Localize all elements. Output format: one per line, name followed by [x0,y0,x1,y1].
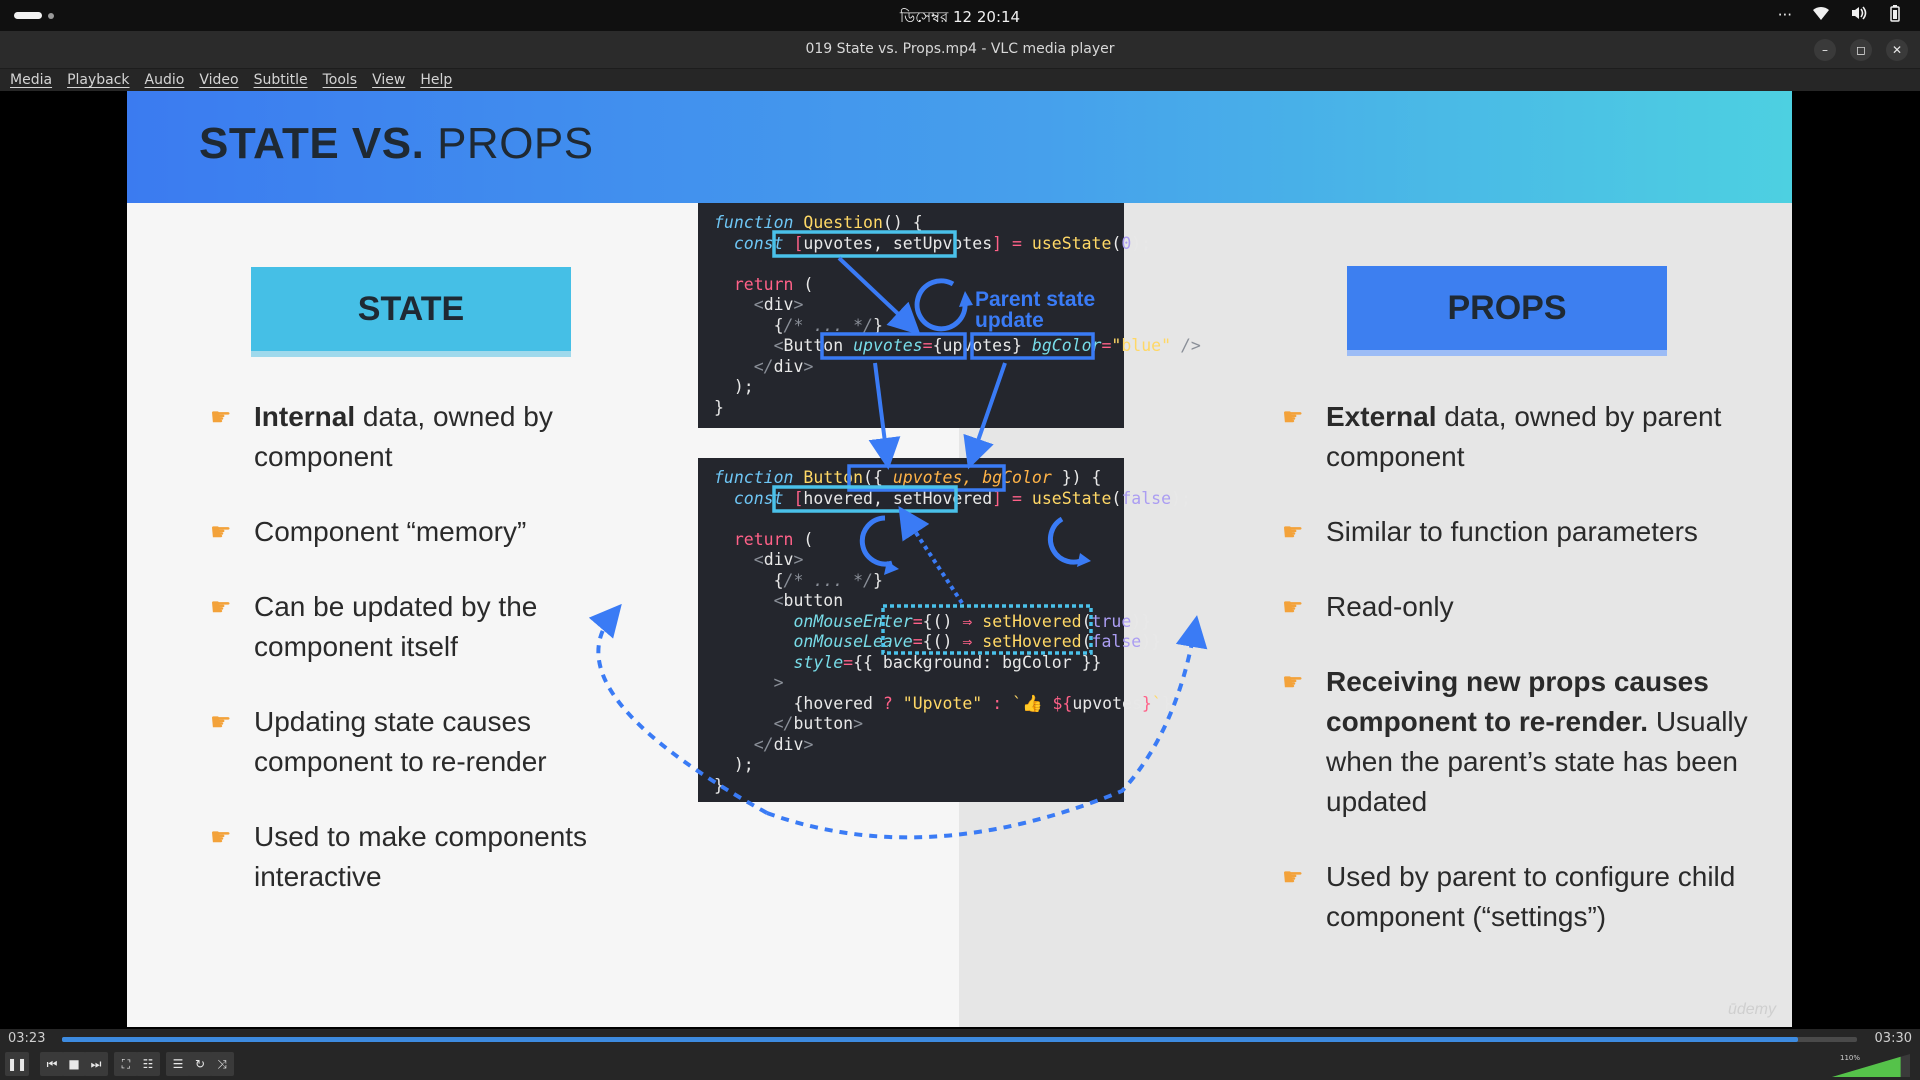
seek-progress [62,1037,1798,1042]
pointing-hand-icon: ☛ [210,404,232,431]
fullscreen-button[interactable]: ⛶ [114,1052,138,1076]
pointing-hand-icon: ☛ [1282,594,1304,621]
slide-banner [127,91,1792,203]
list-item: ☛External data, owned by parent componen… [1282,397,1752,477]
props-bullet-list: ☛External data, owned by parent componen… [1282,397,1752,972]
pointing-hand-icon: ☛ [210,824,232,851]
pointing-hand-icon: ☛ [210,519,232,546]
next-button[interactable]: ⏭ [84,1052,108,1076]
parent-state-update-label: Parent state update [975,288,1096,332]
tray-more-icon[interactable]: ··· [1777,6,1792,24]
menu-playback[interactable]: Playback [67,72,130,88]
list-item: ☛Component “memory” [210,512,630,552]
list-item: ☛Used to make components interactive [210,817,630,897]
stop-button[interactable]: ■ [62,1052,86,1076]
cycle-arrowheads [884,291,1091,575]
menu-tools[interactable]: Tools [322,72,358,88]
menu-help[interactable]: Help [420,72,453,88]
volume-label: 110% [1840,1054,1860,1062]
video-frame-slide: STATE VS. PROPS STATE PROPS ☛Internal da… [127,91,1792,1027]
rerender-cycle-icon [859,278,1087,567]
data-flow-arrows [588,256,1208,840]
workspace-indicator [48,12,54,19]
loop-button[interactable]: ↻ [188,1052,212,1076]
workspace-active-indicator [14,12,42,19]
total-time[interactable]: 03:30 [1874,1031,1912,1046]
battery-icon [1888,4,1902,26]
menu-view[interactable]: View [372,72,406,88]
system-clock[interactable]: ডিসেম্বর 12 20:14 [899,8,1021,26]
activities-indicator[interactable] [14,12,54,19]
list-item: ☛Updating state causes component to re-r… [210,702,630,782]
state-heading: STATE [251,267,571,351]
udemy-watermark: ūdemy [1727,1001,1776,1018]
menu-subtitle[interactable]: Subtitle [253,72,308,88]
window-title: 019 State vs. Props.mp4 - VLC media play… [805,41,1115,57]
pointing-hand-icon: ☛ [1282,404,1304,431]
video-area[interactable]: STATE VS. PROPS STATE PROPS ☛Internal da… [0,91,1920,1029]
elapsed-time: 03:23 [8,1031,46,1046]
previous-button[interactable]: ⏮ [40,1052,64,1076]
list-item: ☛Receiving new props causes component to… [1282,662,1752,822]
volume-slider[interactable]: 110% [1832,1052,1910,1078]
pointing-hand-icon: ☛ [1282,519,1304,546]
maximize-button[interactable]: ◻ [1850,39,1872,61]
menu-video[interactable]: Video [199,72,239,88]
list-item: ☛Used by parent to configure child compo… [1282,857,1752,937]
annotation-overlay [588,230,1208,840]
state-bullet-list: ☛Internal data, owned by component ☛Comp… [210,397,630,932]
menu-media[interactable]: Media [10,72,53,88]
list-item: ☛Internal data, owned by component [210,397,630,477]
playback-controls: ❚❚ ⏮ ■ ⏭ ⛶ ☷ ☰ ↻ ⤨ 110% [0,1049,1920,1080]
wifi-icon [1812,5,1830,25]
shuffle-button[interactable]: ⤨ [210,1052,234,1076]
menu-audio[interactable]: Audio [144,72,185,88]
seek-bar-row: 03:23 03:30 [0,1029,1920,1049]
list-item: ☛Similar to function parameters [1282,512,1752,552]
volume-icon [1850,5,1868,25]
pause-button[interactable]: ❚❚ [5,1052,29,1076]
parent-code-text: function Question() { const [upvotes, se… [714,213,1201,417]
system-top-bar: ডিসেম্বর 12 20:14 ··· [0,0,1920,31]
minimize-button[interactable]: – [1814,39,1836,61]
list-item: ☛Can be updated by the component itself [210,587,630,667]
parent-code-panel: function Question() { const [upvotes, se… [698,203,1201,428]
props-heading: PROPS [1347,266,1667,350]
window-titlebar[interactable]: 019 State vs. Props.mp4 - VLC media play… [0,31,1920,69]
pointing-hand-icon: ☛ [1282,864,1304,891]
extended-settings-button[interactable]: ☷ [136,1052,160,1076]
child-code-text: function Button({ upvotes, bgColor }) { … [714,468,1191,795]
child-code-panel: function Button({ upvotes, bgColor }) { … [698,458,1191,802]
menu-bar: Media Playback Audio Video Subtitle Tool… [0,69,1920,91]
highlight-boxes [772,230,1095,655]
system-tray[interactable]: ··· [1778,4,1902,26]
pointing-hand-icon: ☛ [210,594,232,621]
close-button[interactable]: ✕ [1886,39,1908,61]
playlist-button[interactable]: ☰ [166,1052,190,1076]
seek-slider[interactable] [62,1037,1857,1042]
pointing-hand-icon: ☛ [210,709,232,736]
list-item: ☛Read-only [1282,587,1752,627]
pointing-hand-icon: ☛ [1282,669,1304,696]
slide-title: STATE VS. PROPS [199,119,594,168]
